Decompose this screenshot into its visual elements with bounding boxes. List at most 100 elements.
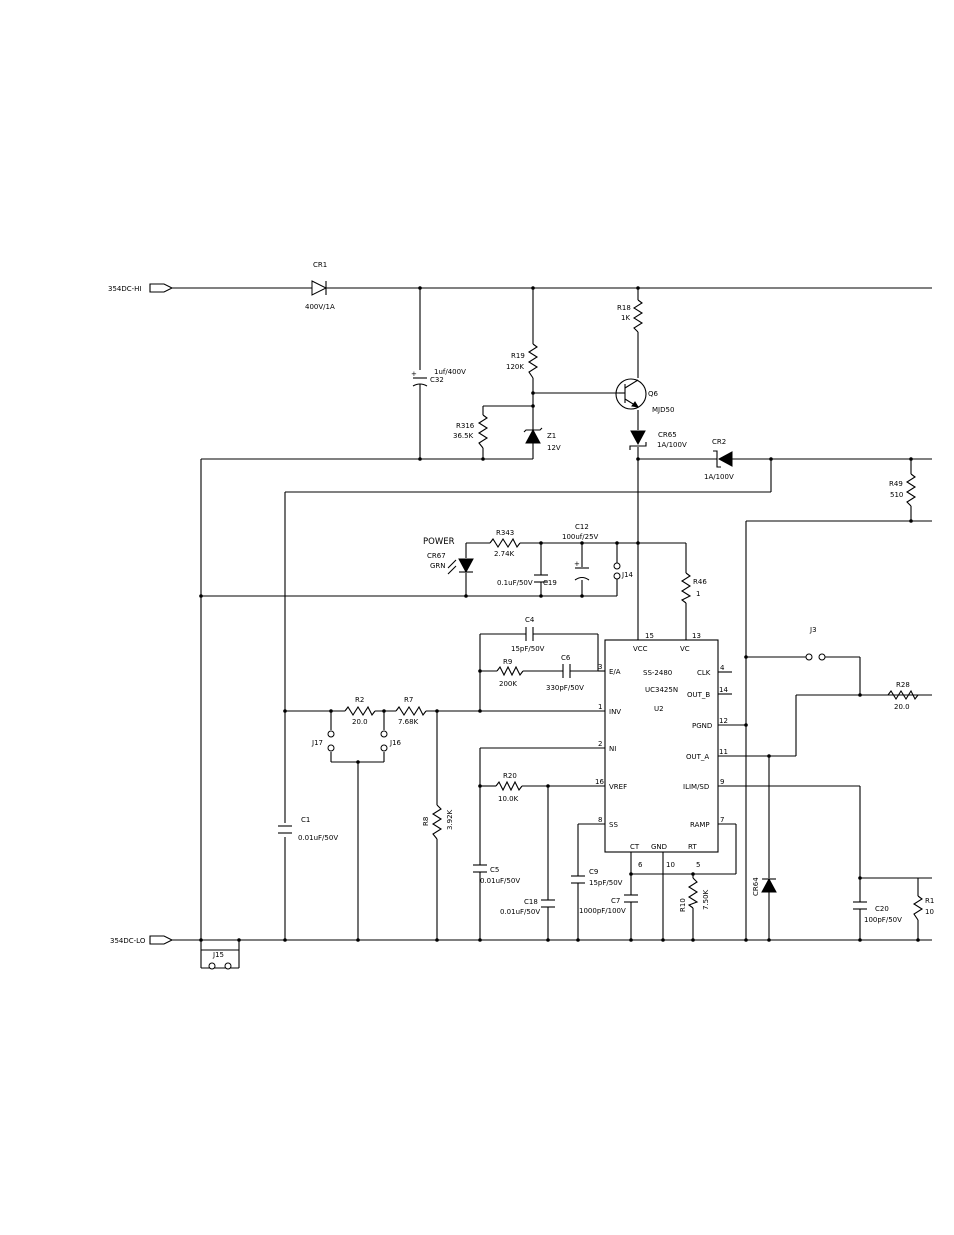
capacitor-c20: C20 100pF/50V — [853, 901, 902, 924]
c4-ref: C4 — [525, 616, 535, 624]
diode-cr64: CR64 — [752, 877, 777, 896]
diode-cr2: CR2 1A/100V — [704, 438, 734, 481]
r20-ref: R20 — [503, 772, 517, 780]
resistor-cutoff: R1 10 — [912, 895, 934, 921]
resistor-r20: R20 10.0K — [495, 772, 523, 803]
r19-val: 120K — [506, 363, 524, 371]
r2-val: 20.0 — [352, 718, 368, 726]
pin-name-ramp: RAMP — [690, 821, 710, 829]
pin-name-ilim: ILIM/SD — [683, 783, 709, 791]
jumper-j17: J17 — [311, 730, 335, 752]
port-hi-label: 354DC-HI — [108, 285, 142, 293]
r9-val: 200K — [499, 680, 517, 688]
rcut-ref: R1 — [925, 897, 934, 905]
led-cr67: POWER CR67 GRN — [423, 537, 474, 575]
pin-name-vref: VREF — [609, 783, 627, 791]
c6-val: 330pF/50V — [546, 684, 584, 692]
pin-num-inv: 1 — [598, 703, 602, 711]
ic-part2: UC3425N — [645, 686, 678, 694]
r28-val: 20.0 — [894, 703, 910, 711]
pin-num-outa: 11 — [719, 748, 728, 756]
diode-cr65: CR65 1A/100V — [629, 430, 687, 450]
capacitor-c18: C18 0.01uF/50V — [500, 898, 555, 916]
capacitor-c6: C6 330pF/50V — [546, 654, 584, 692]
resistor-r7: R7 7.68K — [395, 696, 427, 726]
svg-text:+: + — [574, 560, 580, 568]
c9-ref: C9 — [589, 868, 598, 876]
transistor-q6: Q6 MJD50 — [615, 378, 674, 414]
pin-num-ilim: 9 — [720, 778, 724, 786]
c12-ref: C12 — [575, 523, 589, 531]
c32-ref: C32 — [430, 376, 444, 384]
r7-ref: R7 — [404, 696, 413, 704]
resistor-r343: R343 2.74K — [489, 529, 521, 558]
c18-val: 0.01uF/50V — [500, 908, 540, 916]
pin-name-pgnd: PGND — [692, 722, 712, 730]
resistor-r18: R18 1K — [617, 299, 644, 333]
jumper-j16: J16 — [380, 730, 402, 752]
r7-val: 7.68K — [398, 718, 419, 726]
c7-ref: C7 — [611, 897, 620, 905]
pin-num-ramp: 7 — [720, 816, 724, 824]
r316-val: 36.5K — [453, 432, 474, 440]
cr67-ref: CR67 — [427, 552, 446, 560]
r2-ref: R2 — [355, 696, 364, 704]
resistor-r2: R2 20.0 — [344, 696, 376, 726]
c20-ref: C20 — [875, 905, 889, 913]
resistor-r8: R8 3.92K — [422, 804, 454, 840]
r18-val: 1K — [621, 314, 630, 322]
junctions — [199, 286, 920, 942]
pin-num-ct: 6 — [638, 861, 643, 869]
pin-name-rt: RT — [688, 843, 697, 851]
z1-val: 12V — [547, 444, 561, 452]
pin-name-ss: SS — [609, 821, 618, 829]
cr2-val: 1A/100V — [704, 473, 734, 481]
c7-val: 1000pF/100V — [579, 907, 626, 915]
c1-ref: C1 — [301, 816, 310, 824]
pin-num-ea: 3 — [598, 663, 602, 671]
r46-val: 1 — [696, 590, 700, 598]
resistor-r19: R19 120K — [506, 343, 539, 379]
pin-name-outb: OUT_B — [687, 691, 710, 699]
c1-val: 0.01uF/50V — [298, 834, 338, 842]
capacitor-c7: C7 1000pF/100V — [579, 894, 638, 915]
pin-name-ni: NI — [609, 745, 616, 753]
svg-text:+: + — [411, 370, 417, 378]
wires — [172, 287, 932, 969]
pin-num-gnd: 10 — [666, 861, 675, 869]
j3-ref: J3 — [809, 626, 817, 634]
cr67-val: GRN — [430, 562, 446, 570]
c20-val: 100pF/50V — [864, 916, 902, 924]
c6-ref: C6 — [561, 654, 571, 662]
pin-num-ss: 8 — [598, 816, 602, 824]
resistor-r46: R46 1 — [680, 572, 707, 604]
r18-ref: R18 — [617, 304, 631, 312]
r316-ref: R316 — [456, 422, 475, 430]
power-label: POWER — [423, 537, 455, 547]
capacitor-c5: C5 0.01uF/50V — [473, 864, 520, 885]
r8-val: 3.92K — [446, 809, 454, 830]
c5-ref: C5 — [490, 866, 499, 874]
j16-ref: J16 — [389, 739, 402, 747]
c19-ref: C19 — [543, 579, 557, 587]
r19-ref: R19 — [511, 352, 525, 360]
jumper-j14: J14 — [613, 562, 634, 580]
c5-val: 0.01uF/50V — [480, 877, 520, 885]
pin-name-clk: CLK — [697, 669, 711, 677]
cr1-ref: CR1 — [313, 261, 327, 269]
pin-name-ea: E/A — [609, 668, 621, 676]
cr64-ref: CR64 — [752, 877, 760, 896]
r343-ref: R343 — [496, 529, 514, 537]
pin-name-ct: CT — [630, 843, 640, 851]
c32-val: 1uf/400V — [434, 368, 466, 376]
resistor-r10: R10 7.50K — [679, 877, 710, 912]
r46-ref: R46 — [693, 578, 707, 586]
capacitor-c32: + C32 1uf/400V — [411, 368, 466, 387]
r343-val: 2.74K — [494, 550, 515, 558]
ic-part1: SS-2480 — [643, 669, 672, 677]
cr1-val: 400V/1A — [305, 303, 335, 311]
capacitor-c1: C1 0.01uF/50V — [278, 816, 338, 842]
r10-ref: R10 — [679, 898, 687, 912]
r20-val: 10.0K — [498, 795, 519, 803]
